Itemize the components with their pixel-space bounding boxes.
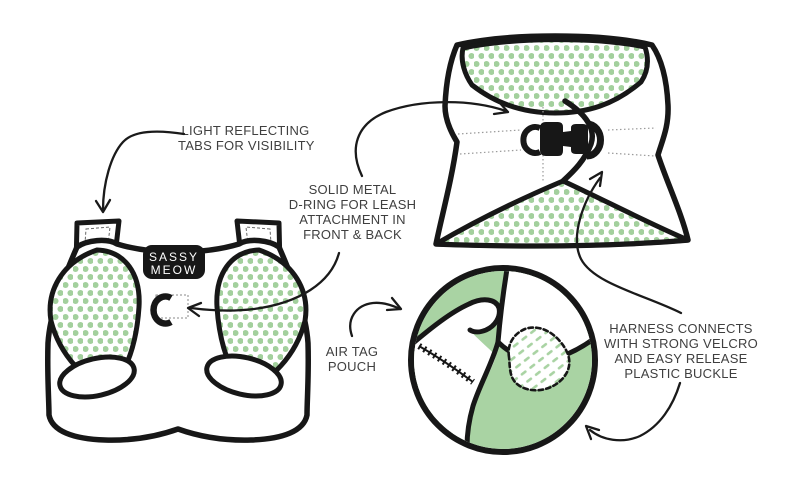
air-tag-pouch-icon	[507, 326, 571, 392]
velcro-strip-icon	[417, 343, 475, 385]
brand-label: SASSY MEOW	[143, 245, 205, 279]
annotation-line: HARNESS CONNECTS	[609, 321, 753, 336]
annotation-line: AIR TAG	[325, 344, 379, 359]
buckle-icon	[520, 120, 604, 160]
annotation-line: PLASTIC BUCKLE	[624, 366, 738, 381]
buckle-ring-left	[520, 124, 542, 156]
back-harness-illustration	[433, 33, 691, 249]
annotation-line: FRONT & BACK	[303, 227, 402, 242]
annotation-line: LIGHT REFLECTING	[181, 123, 310, 138]
back-d-ring-icon	[586, 120, 604, 160]
strap-wrap-edge	[560, 98, 595, 184]
annotation-d-ring: SOLID METAL D-RING FOR LEASH ATTACHMENT …	[275, 182, 430, 242]
annotation-line: TABS FOR VISIBILITY	[178, 138, 315, 153]
leg-opening-right	[204, 353, 284, 399]
fabric-white-left	[414, 299, 500, 449]
arrow-air-tag	[349, 296, 403, 338]
arrow-light-reflecting	[94, 130, 186, 214]
annotation-air-tag: AIR TAG POUCH	[300, 344, 404, 374]
annotation-light-reflecting: LIGHT REFLECTING TABS FOR VISIBILITY	[178, 123, 315, 153]
detail-circle-illustration	[408, 265, 598, 455]
brand-label-line2: MEOW	[151, 263, 198, 277]
annotation-line: AND EASY RELEASE	[614, 351, 748, 366]
brand-label-line1: SASSY	[149, 250, 199, 264]
leg-opening-left	[57, 354, 137, 400]
annotation-line: D-RING FOR LEASH	[288, 197, 417, 212]
annotation-line: POUCH	[327, 359, 377, 374]
annotation-line: WITH STRONG VELCRO	[603, 336, 758, 351]
front-harness-illustration: SASSY MEOW	[44, 218, 312, 443]
front-d-ring-icon	[150, 293, 189, 327]
annotation-line: ATTACHMENT IN	[299, 212, 406, 227]
mesh-saddle-top	[459, 37, 651, 116]
annotation-buckle: HARNESS CONNECTS WITH STRONG VELCRO AND …	[603, 321, 759, 381]
annotation-line: SOLID METAL	[308, 182, 397, 197]
